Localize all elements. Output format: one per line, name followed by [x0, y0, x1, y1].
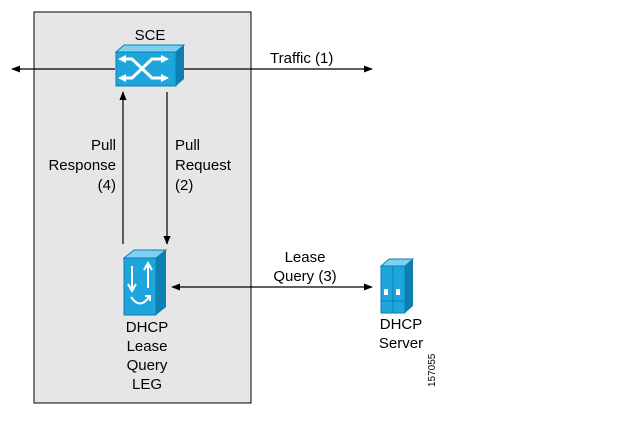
pull-response-line1: Pull	[91, 137, 116, 154]
leg-line2: Lease	[127, 338, 168, 355]
pull-request-line2: Request	[175, 157, 232, 174]
pull-response-line2: Response	[48, 157, 116, 174]
leg-line4: LEG	[132, 376, 162, 393]
dhcp-server-line2: Server	[379, 335, 423, 352]
lease-query-line1: Lease	[285, 249, 326, 266]
lease-query-line2: Query (3)	[273, 268, 336, 285]
server-icon	[379, 258, 415, 314]
pull-request-line1: Pull	[175, 137, 200, 154]
leg-line3: Query	[127, 357, 168, 374]
sce-label: SCE	[135, 27, 166, 44]
leg-device-icon	[122, 249, 168, 316]
leg-line1: DHCP	[126, 319, 169, 336]
pull-response-line3: (4)	[98, 177, 116, 194]
pull-request-line3: (2)	[175, 177, 193, 194]
dhcp-server-line1: DHCP	[380, 316, 423, 333]
sce-switch-icon	[114, 44, 186, 87]
figure-id: 157055	[427, 353, 438, 387]
traffic-label: Traffic (1)	[270, 50, 333, 67]
